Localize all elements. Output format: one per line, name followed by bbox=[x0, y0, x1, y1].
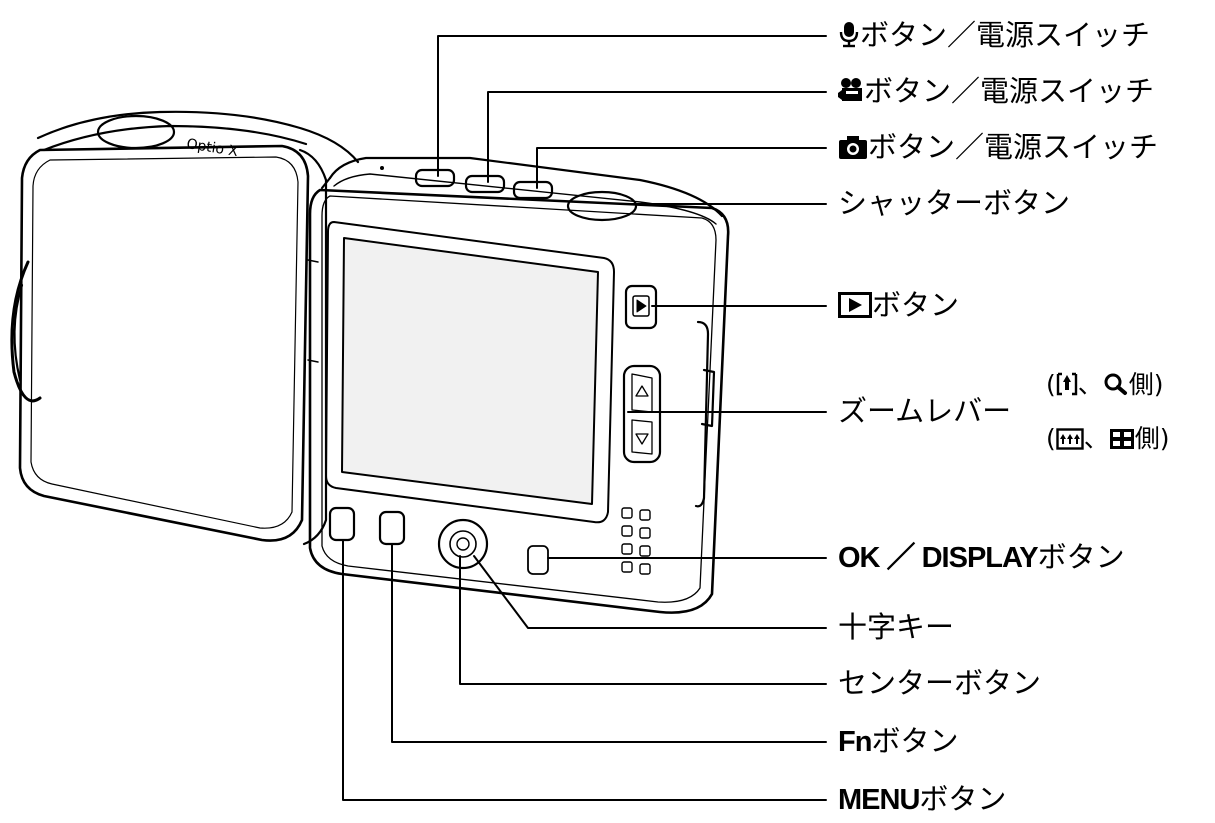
label-fn-button: Fnボタン bbox=[838, 724, 958, 759]
label-menu-prefix: MENU bbox=[838, 784, 920, 816]
thumbnail-grid-icon bbox=[1109, 429, 1134, 449]
label-ok-display-button: OK ／ DISPLAYボタン bbox=[838, 540, 1125, 575]
leader-lines bbox=[342, 35, 827, 801]
zoom-tele-sep: 、 bbox=[1077, 370, 1103, 399]
label-play-button-text: ボタン bbox=[872, 288, 960, 322]
label-fn-suffix: ボタン bbox=[871, 724, 959, 758]
microphone-icon bbox=[839, 22, 859, 48]
label-shutter-button: シャッターボタン bbox=[838, 186, 1071, 220]
movie-camera-icon bbox=[838, 78, 862, 101]
camera-body bbox=[308, 156, 730, 614]
label-camera-button-text: ボタン／電源スイッチ bbox=[868, 130, 1159, 164]
label-menu-suffix: ボタン bbox=[919, 782, 1007, 816]
zoom-wide-sep: 、 bbox=[1083, 424, 1109, 453]
lens-block bbox=[10, 110, 360, 546]
label-center-button: センターボタン bbox=[838, 666, 1042, 700]
camera-icon bbox=[839, 136, 867, 159]
brand-text: Optio X bbox=[185, 136, 239, 160]
label-mic-button-text: ボタン／電源スイッチ bbox=[860, 18, 1151, 52]
label-mic-button: ボタン／電源スイッチ bbox=[838, 18, 1150, 52]
label-movie-button-text: ボタン／電源スイッチ bbox=[864, 74, 1155, 108]
label-play-button: ボタン bbox=[838, 288, 959, 322]
label-menu-button: MENUボタン bbox=[838, 782, 1006, 817]
label-cross-key: 十字キー bbox=[838, 610, 955, 644]
magnify-icon bbox=[1104, 373, 1127, 395]
zoom-tele-open: ( bbox=[1046, 370, 1056, 399]
zoom-wide-close: 側) bbox=[1134, 424, 1170, 453]
label-ok-display-suffix: ボタン bbox=[1037, 540, 1125, 574]
zoom-wide-note: ( 、 側) bbox=[1046, 424, 1170, 454]
label-zoom-lever: ズームレバー bbox=[838, 394, 1012, 428]
label-camera-button: ボタン／電源スイッチ bbox=[838, 130, 1158, 164]
label-ok-display-prefix: OK ／ DISPLAY bbox=[838, 542, 1039, 574]
label-fn-prefix: Fn bbox=[838, 726, 872, 758]
zoom-tele-close: 側) bbox=[1128, 370, 1164, 399]
wide-angle-icon bbox=[1056, 428, 1084, 450]
zoom-tele-note: ( 、 側) bbox=[1046, 370, 1164, 400]
zoom-wide-open: ( bbox=[1046, 424, 1056, 453]
play-icon bbox=[838, 292, 872, 318]
telephoto-icon bbox=[1056, 372, 1077, 396]
label-movie-button: ボタン／電源スイッチ bbox=[838, 74, 1154, 108]
